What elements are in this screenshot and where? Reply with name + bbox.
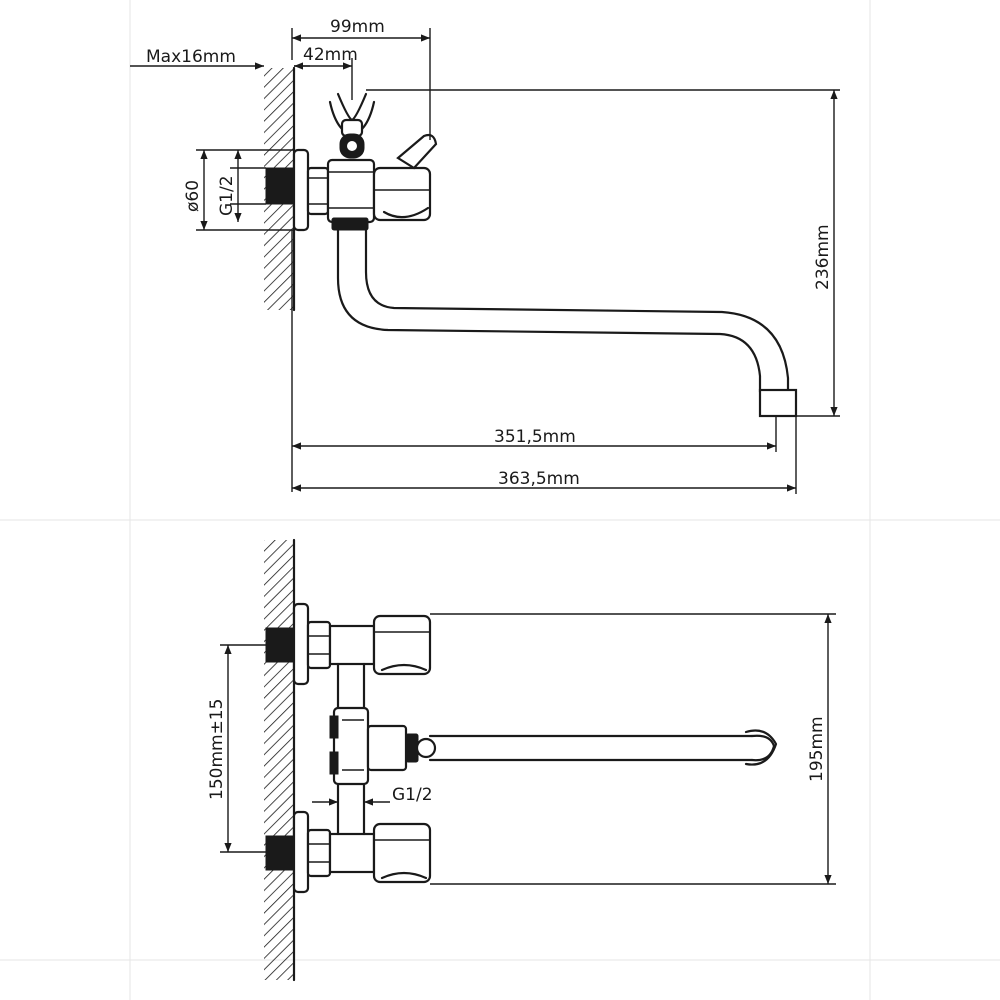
dimension-150mm-label: 150mm±15: [207, 699, 227, 800]
dimension-236mm-label: 236mm: [813, 224, 833, 290]
wall-top-view: [264, 538, 296, 982]
dimension-thread-top: G1/2: [312, 784, 433, 808]
dimension-99mm-label: 99mm: [330, 17, 385, 37]
upper-inlet: [265, 602, 432, 686]
dimension-195mm-label: 195mm: [807, 716, 827, 782]
mixer-body-top: [329, 662, 437, 836]
dimension-thread-side-label: G1/2: [217, 175, 237, 216]
lower-inlet: [265, 810, 432, 894]
side-view: 99mm 42mm Max16mm ø60 G1/2: [130, 17, 840, 494]
dimension-195mm: 195mm: [430, 613, 836, 885]
dimension-thread-side: G1/2: [217, 150, 266, 222]
spout-top: [428, 729, 778, 766]
dimension-351-5mm: 351,5mm: [291, 230, 777, 492]
dimension-diameter: ø60: [183, 149, 294, 231]
dimension-max16mm: Max16mm: [130, 47, 310, 70]
dimension-42mm-label: 42mm: [303, 45, 358, 65]
dimension-150mm: 150mm±15: [207, 644, 266, 853]
dimension-236mm: 236mm: [366, 89, 840, 417]
dimension-351-5mm-label: 351,5mm: [494, 427, 576, 447]
top-view: 150mm±15 G1/2 195mm: [207, 538, 836, 982]
shower-holder: [328, 92, 376, 159]
dimension-diameter-label: ø60: [183, 180, 203, 212]
dimension-max16mm-label: Max16mm: [146, 47, 236, 67]
mixer-body-side: [326, 133, 438, 231]
dimension-363-5mm-label: 363,5mm: [498, 469, 580, 489]
dimension-363-5mm: 363,5mm: [292, 416, 797, 494]
dimension-thread-top-label: G1/2: [392, 785, 433, 805]
spout-side: [336, 228, 798, 418]
dimension-99mm: 99mm: [291, 17, 431, 140]
dimension-42mm: 42mm: [294, 45, 358, 100]
